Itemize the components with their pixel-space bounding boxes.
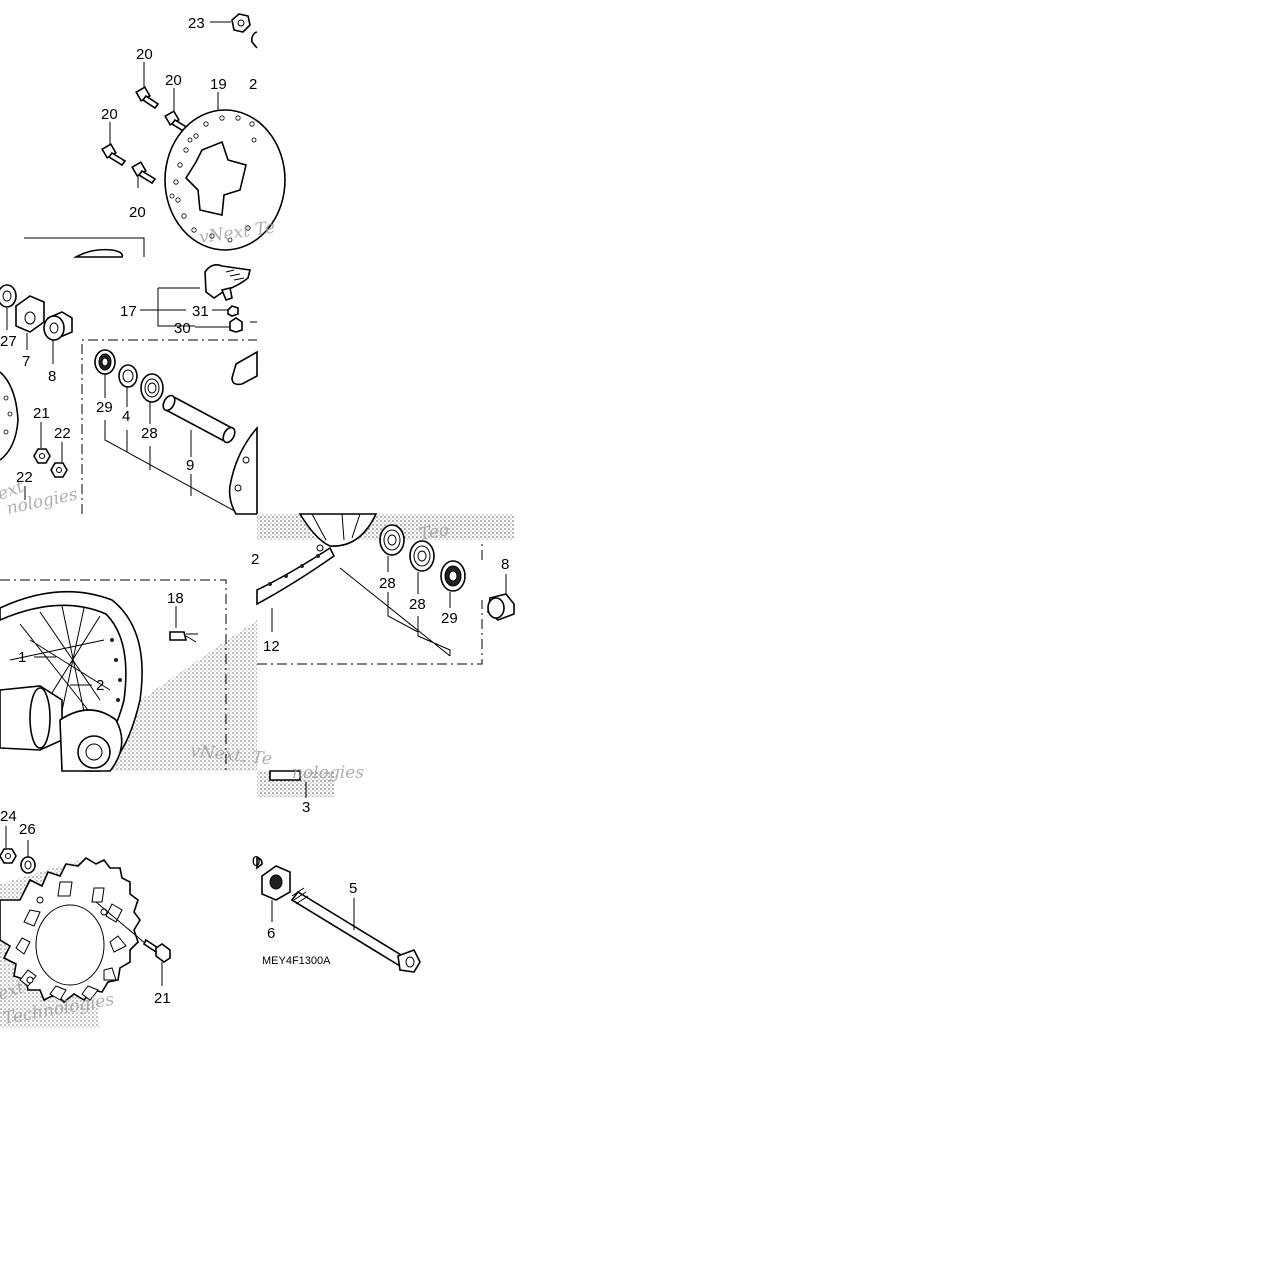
- callout-21: 21: [154, 990, 171, 1007]
- callout-28-b: 28: [409, 596, 426, 613]
- group-outline-c: [257, 540, 483, 665]
- callout-partial-2b: 2: [251, 551, 259, 568]
- bolt-20-c: [101, 122, 127, 167]
- callout-8-right: 8: [501, 556, 509, 573]
- bolt-20-d: [131, 161, 157, 188]
- callout-7: 7: [22, 353, 30, 370]
- watermark-c: Teo: [417, 520, 450, 545]
- callout-labels: 23 20 20 19 2 20 20 17 31 30 27 7 8 29 4…: [0, 15, 509, 1007]
- callout-1: 1: [18, 649, 26, 666]
- bearing-29-left: [94, 349, 116, 398]
- bearing-28-b: [409, 540, 435, 594]
- callout-8-left: 8: [48, 368, 56, 385]
- callout-22-a: 21: [33, 405, 50, 422]
- tile-hub-right: Teo: [256, 513, 515, 665]
- bearing-27: [140, 373, 164, 424]
- brake-disc-19: [164, 92, 286, 251]
- diagram-code: MEY4F1300A: [262, 955, 331, 967]
- collar-8: [43, 311, 73, 364]
- chain-partial: [72, 248, 124, 258]
- adjuster-7: [15, 295, 45, 350]
- callout-partial-0: 0: [252, 853, 260, 870]
- spacer-9: [162, 394, 236, 457]
- callout-18: 18: [167, 590, 184, 607]
- callout-22-c: 22: [16, 469, 33, 486]
- callout-4: 4: [122, 408, 130, 425]
- axle-5: [290, 887, 421, 973]
- group-outline-d: [0, 579, 227, 771]
- seal-4: [118, 364, 138, 407]
- nut-22-b: [50, 442, 68, 478]
- callout-29-right: 29: [441, 610, 458, 627]
- callout-28-a: 28: [379, 575, 396, 592]
- callout-20-d: 20: [129, 204, 146, 221]
- callout-3: 3: [302, 799, 310, 816]
- adjuster-6: [261, 865, 291, 922]
- bracket-17: [140, 264, 251, 333]
- bearing-29-right: [440, 560, 466, 608]
- nut-24: [0, 826, 17, 864]
- bolt-21: [95, 901, 171, 986]
- spokes-2: [9, 605, 111, 741]
- callout-17: 17: [120, 303, 137, 320]
- callout-6: 6: [267, 925, 275, 942]
- tile-axle: [256, 857, 421, 973]
- rim-12: [256, 546, 336, 606]
- bearing-28-a: [379, 524, 405, 572]
- collar-8-right: [487, 574, 515, 621]
- bolt-20-a: [135, 62, 160, 110]
- hub-lower: [298, 513, 378, 547]
- tile-brake-disc: vNext Te: [24, 13, 286, 258]
- watermark-e: nologies: [292, 763, 364, 783]
- callout-20-b: 20: [165, 72, 182, 89]
- callout-20-c: 20: [101, 106, 118, 123]
- guide-partial: [231, 350, 258, 386]
- callout-24: 24: [0, 808, 17, 825]
- nut-22-a: [33, 422, 51, 464]
- tile-sprocket: ext Technologies: [0, 826, 171, 1029]
- callout-9: 9: [186, 457, 194, 474]
- frame-line: [24, 237, 145, 257]
- hub-flange-partial: [228, 425, 258, 515]
- callout-25: 27: [0, 333, 17, 350]
- leader-bundle-c: [339, 567, 451, 657]
- callout-partial-2a: 2: [249, 76, 257, 93]
- callout-19: 19: [210, 76, 227, 93]
- leader-bundle-b: [104, 420, 241, 515]
- callout-29-left: 29: [96, 399, 113, 416]
- tile-wheel: vNext. Te: [0, 579, 273, 772]
- tile-tube: nologies: [257, 763, 364, 798]
- callout-22-b: 22: [54, 425, 71, 442]
- sprocket: [0, 856, 141, 1004]
- callout-20-a: 20: [136, 46, 153, 63]
- washer-26: [20, 840, 36, 874]
- callout-12: 12: [263, 638, 280, 655]
- nut-23: [210, 13, 251, 33]
- valve-18: [169, 606, 198, 643]
- callout-26: 26: [19, 821, 36, 838]
- callout-5: 5: [349, 880, 357, 897]
- washer-25: [0, 284, 17, 330]
- callout-31: 31: [192, 303, 209, 320]
- partial-ring: [256, 857, 263, 870]
- callout-23: 23: [188, 15, 205, 32]
- washer-partial: [251, 31, 258, 49]
- bolt-20-b: [164, 88, 190, 134]
- callout-2: 2: [96, 677, 104, 694]
- callout-27: 28: [141, 425, 158, 442]
- tube-3: [269, 770, 301, 781]
- callout-30: 30: [174, 320, 191, 337]
- group-outline-b: [81, 339, 257, 514]
